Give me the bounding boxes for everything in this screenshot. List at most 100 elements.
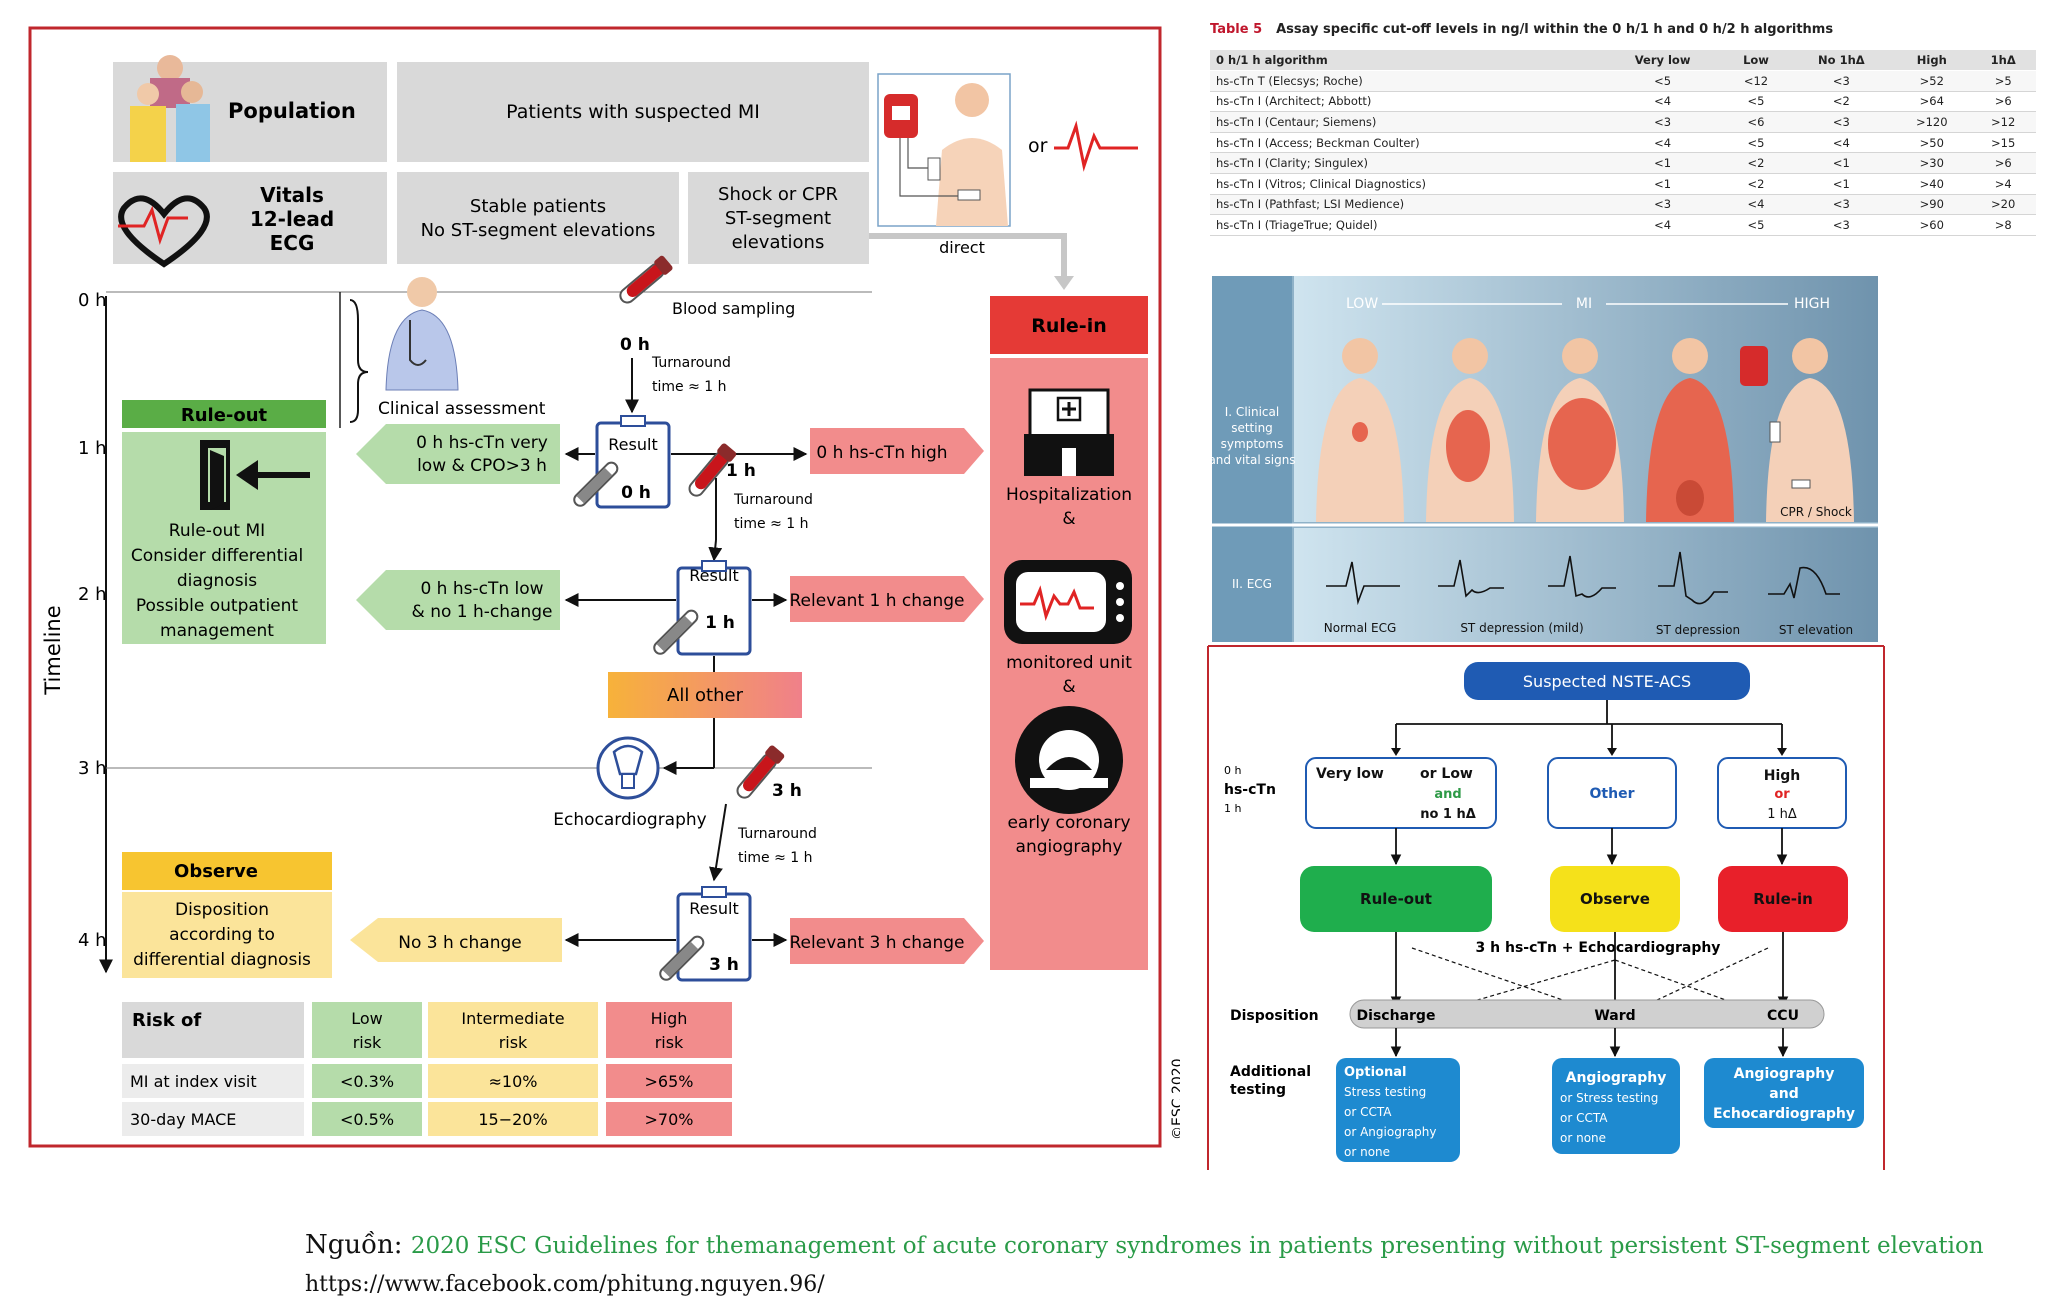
cell: <5 — [1722, 214, 1790, 236]
opt3-line-2: and — [1769, 1086, 1798, 1102]
branch-arrowhead-3 — [1777, 748, 1787, 756]
blood-sampling-label: Blood sampling — [672, 299, 795, 318]
observe-label: Observe — [1580, 890, 1650, 908]
side-0h: 0 h — [1224, 764, 1241, 777]
cell: <5 — [1602, 70, 1723, 92]
time-2h: 2 h — [78, 584, 107, 605]
risk-col-intermediate-line-1: Intermediate — [461, 1009, 564, 1028]
assay-name: hs-cTn I (Pathfast; LSI Medience) — [1210, 194, 1603, 216]
risk-header-box — [122, 1002, 304, 1058]
turnaround-1-line-1: Turnaround — [651, 355, 731, 371]
top-branch-lines — [1395, 700, 1783, 752]
or-low-label: or Low — [1420, 766, 1473, 782]
heart-ecg-trace — [118, 205, 188, 245]
cell: >5 — [1970, 70, 2036, 92]
result-clipboard-0h — [595, 415, 671, 509]
or-label-red: or — [1774, 787, 1790, 802]
opt1-line-1: Optional — [1344, 1065, 1406, 1080]
high-label: High — [1764, 768, 1801, 784]
patient-figure-low — [1316, 338, 1404, 522]
opt2-box — [1552, 1058, 1680, 1154]
opt2-line-2: or Stress testing — [1560, 1091, 1658, 1105]
opt2-line-1: Angiography — [1566, 1070, 1667, 1086]
risk-row-2-label-box — [122, 1102, 304, 1136]
cpr-shock-label: CPR / Shock — [1780, 505, 1852, 519]
observe-box — [1550, 866, 1680, 932]
rule-out-line-2: Consider differential — [131, 546, 303, 566]
patient-figure-severe — [1646, 338, 1734, 522]
cond-1h-low-line-2: & no 1 h-change — [412, 602, 553, 622]
risk-row-2-high-box — [606, 1102, 732, 1136]
angiography-scanner-icon — [1015, 706, 1123, 814]
cond-0h-low-line-1: 0 h hs-cTn very — [416, 433, 548, 453]
patient-torso-icon — [884, 83, 1008, 226]
cell: >15 — [1970, 132, 2036, 154]
observe-line-3: differential diagnosis — [133, 950, 311, 970]
source-prefix: Nguồn: — [305, 1230, 403, 1260]
result-label-3h: Result — [689, 899, 738, 918]
observe-header: Observe — [174, 861, 258, 882]
tube-label-3h: 3 h — [772, 781, 802, 801]
table-row: hs-cTn I (Vitros; Clinical Diagnostics) <… — [1210, 173, 2036, 195]
ecg-label-st-elevation: ST elevation — [1779, 623, 1853, 637]
blood-tube-icon-3h — [736, 745, 785, 799]
and-label: and — [1434, 787, 1461, 802]
opt2-line-4: or none — [1560, 1131, 1606, 1145]
cell: >50 — [1893, 132, 1971, 154]
observe-header-box — [122, 852, 332, 890]
opt1-line-2: Stress testing — [1344, 1085, 1426, 1099]
observe-line-2: according to — [169, 925, 275, 945]
cond-0h-high-label: 0 h hs-cTn high — [816, 443, 947, 463]
cond-0h-low-line-2: low & CPO>3 h — [417, 456, 547, 476]
assay-name: hs-cTn I (Vitros; Clinical Diagnostics) — [1210, 173, 1603, 195]
cell: >40 — [1893, 173, 1971, 195]
blood-tube-icon — [619, 255, 673, 304]
source-title-link[interactable]: 2020 ESC Guidelines for themanagement of… — [410, 1233, 1984, 1259]
cell: >52 — [1893, 70, 1971, 92]
monitor-icon — [1004, 560, 1132, 644]
risk-row-1-low-box — [312, 1064, 422, 1098]
cell: <5 — [1722, 132, 1790, 154]
col-algorithm: 0 h/1 h algorithm — [1210, 50, 1603, 71]
table-row: hs-cTn I (Clarity; Singulex)<1<2<1>30>6 — [1210, 152, 2036, 174]
disposition-bar — [1349, 999, 1825, 1029]
rule-in-box — [1718, 866, 1848, 932]
cell: >6 — [1970, 91, 2036, 113]
shock-line-2: ST-segment — [725, 208, 831, 229]
side-1h: 1 h — [1224, 802, 1241, 815]
spectrum-low-label: LOW — [1346, 296, 1378, 312]
ecg-st-depression-trace — [1548, 555, 1616, 598]
clinical-line-4: and vital signs — [1212, 453, 1296, 467]
assay-name: hs-cTn I (Architect; Abbott) — [1210, 91, 1603, 113]
all-other-box — [608, 672, 802, 718]
cell: <4 — [1602, 214, 1723, 236]
risk-row-1-high: >65% — [645, 1072, 694, 1091]
relevant-3h-label: Relevant 3 h change — [790, 933, 965, 953]
turnaround-2-line-2: time ≈ 1 h — [734, 516, 809, 532]
discharge-label: Discharge — [1357, 1008, 1436, 1024]
direct-connector — [869, 233, 1067, 282]
no-3h-change-label: No 3 h change — [398, 933, 521, 953]
cell: <2 — [1722, 173, 1790, 195]
table-row: hs-cTn I (Centaur; Siemens)<3<6<3>120>12 — [1210, 111, 2036, 133]
facebook-url[interactable]: https://www.facebook.com/phitung.nguyen.… — [305, 1272, 825, 1297]
risk-row-1-high-box — [606, 1064, 732, 1098]
table-row: hs-cTn I (Access; Beckman Coulter)<4<5<4… — [1210, 132, 2036, 154]
patient-figure-back-pain — [1426, 338, 1514, 522]
patient-figure-cpr-shock — [1740, 338, 1854, 522]
vitals-line-1: Vitals — [260, 183, 324, 207]
ccu-label: CCU — [1767, 1008, 1799, 1024]
turnaround-1-line-2: time ≈ 1 h — [652, 379, 727, 395]
doctor-icon — [385, 277, 459, 391]
side-hs-ctn: hs-cTn — [1224, 782, 1276, 798]
cell: >30 — [1893, 152, 1971, 174]
rule-out-label: Rule-out — [1360, 890, 1432, 908]
ecg-label-st-depression-mild: ST depression (mild) — [1460, 621, 1583, 635]
opt1-line-5: or none — [1344, 1145, 1390, 1159]
timeline-label: Timeline — [41, 605, 65, 695]
risk-col-intermediate-line-2: risk — [499, 1033, 528, 1052]
result-tube-icon-3h — [659, 935, 705, 981]
opt2-line-3: or CCTA — [1560, 1111, 1608, 1125]
vitals-line-3: ECG — [270, 231, 315, 255]
ecg-st-depression-severe-trace — [1658, 551, 1728, 605]
